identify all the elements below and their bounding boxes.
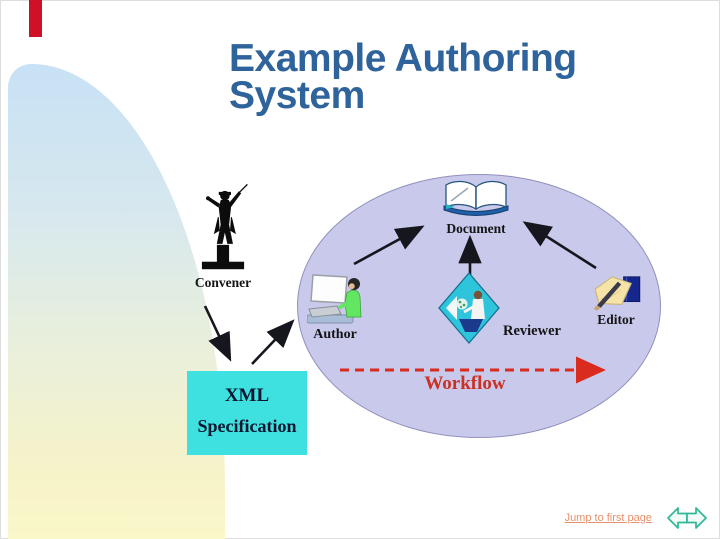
open-book-icon — [443, 180, 509, 216]
xml-specification-box: XML Specification — [187, 371, 307, 455]
conductor-silhouette-icon — [201, 183, 248, 270]
page-title-line1: Example Authoring — [229, 37, 577, 80]
author-label: Author — [313, 327, 357, 342]
page-title-line2: System — [229, 74, 365, 117]
xml-box-line2: Specification — [197, 416, 297, 436]
background-dome-gradient — [8, 64, 225, 539]
jump-to-first-page-link[interactable]: Jump to first page — [564, 512, 652, 524]
top-left-accent-bar — [29, 0, 42, 37]
person-at-computer-icon — [307, 274, 362, 324]
reviewer-label: Reviewer — [503, 323, 561, 339]
workflow-label: Workflow — [424, 373, 506, 394]
page-title: Example Authoring System — [229, 37, 659, 117]
editor-label: Editor — [597, 312, 635, 327]
arrow-xml-to-author — [251, 319, 295, 365]
diamond-reviewer-icon — [438, 272, 500, 344]
convener-label: Convener — [194, 275, 252, 290]
xml-box-line1: XML — [224, 385, 270, 406]
document-label: Document — [446, 221, 506, 236]
pencil-and-paper-icon — [593, 276, 641, 311]
back-forward-arrows-icon[interactable] — [665, 503, 709, 533]
